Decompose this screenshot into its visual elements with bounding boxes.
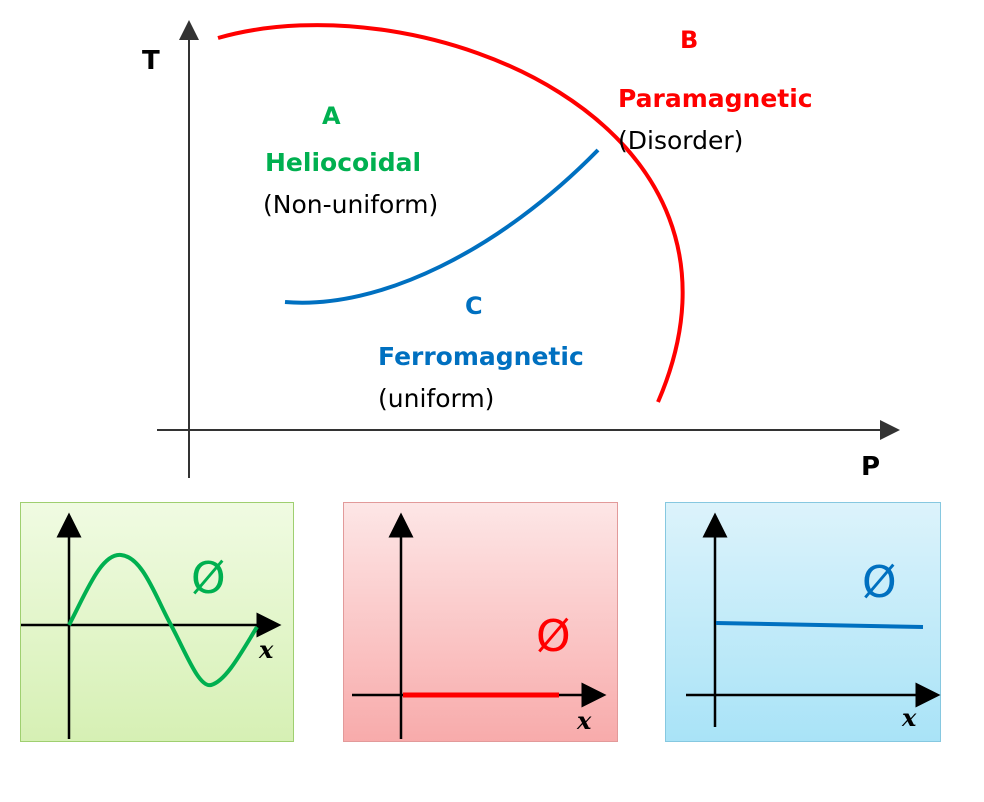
helicoidal-plot [21,512,282,739]
p-axis-label: P [861,452,881,482]
helicoidal-wave [67,553,259,688]
ferromagnetic-uniform-line [715,621,924,629]
phase-diagram [157,20,900,478]
t-axis-label: T [142,46,160,76]
paramagnetic-boundary [217,23,685,403]
paramagnetic-panel: Ø x [343,502,618,742]
region-b-desc: (Disorder) [618,126,744,155]
ferromagnetic-panel: Ø x [665,502,941,742]
helicoidal-x-label: x [259,635,274,664]
ferromagnetic-plot [686,512,941,727]
ferromagnetic-x-label: x [902,703,917,732]
region-c-letter: C [465,292,483,320]
region-c-name: Ferromagnetic [378,342,584,371]
helicoidal-panel: Ø x [20,502,294,742]
helicoidal-ferromagnetic-boundary [284,148,600,305]
ferromagnetic-phi-label: Ø [862,557,897,608]
paramagnetic-plot [352,512,607,739]
helicoidal-phi-label: Ø [191,553,226,604]
region-c-desc: (uniform) [378,384,495,413]
paramagnetic-phi-label: Ø [536,611,571,662]
region-a-name: Heliocoidal [265,148,422,177]
region-b-letter: B [680,26,699,54]
region-b-name: Paramagnetic [618,84,813,113]
region-a-letter: A [322,102,341,130]
region-a-desc: (Non-uniform) [263,190,439,219]
paramagnetic-x-label: x [577,706,592,735]
